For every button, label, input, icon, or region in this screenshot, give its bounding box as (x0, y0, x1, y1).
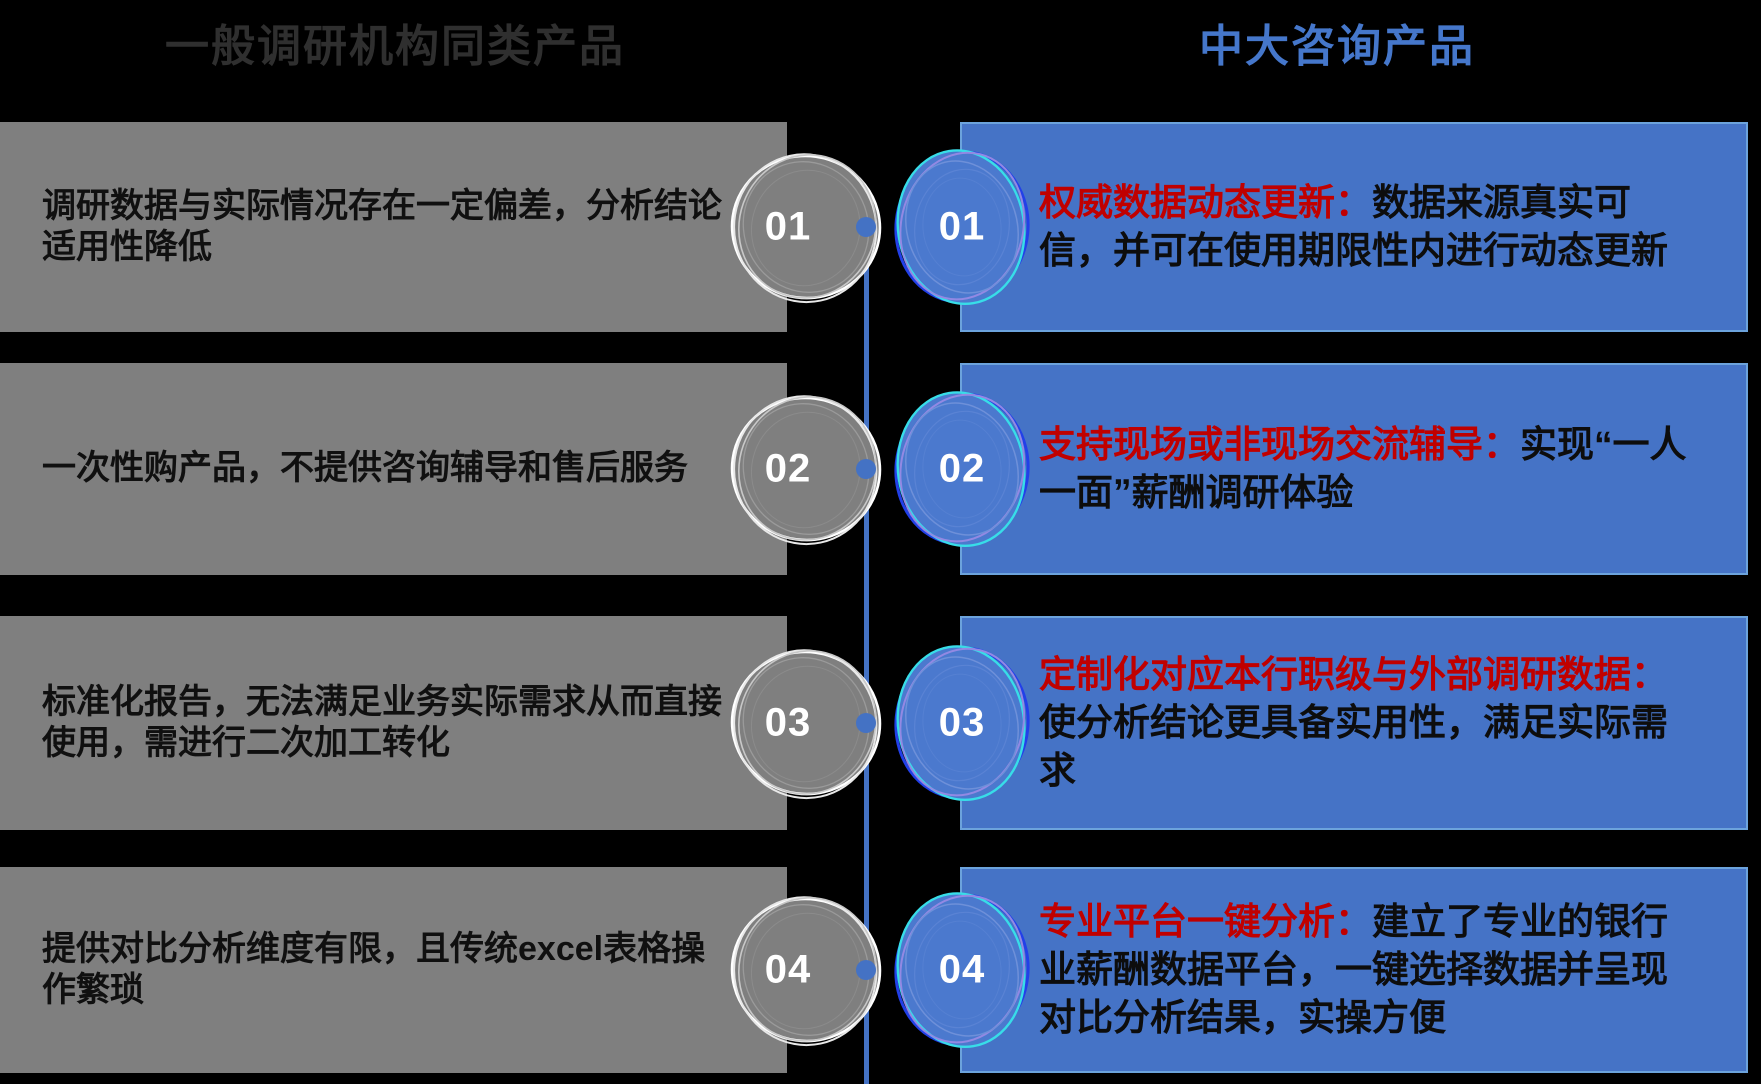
step-number-1: 01 (764, 204, 812, 249)
zhongda-product-box-2: 支持现场或非现场交流辅导：实现“一人一面”薪酬调研体验 (960, 363, 1748, 575)
zhongda-product-text-4: 专业平台一键分析：建立了专业的银行业薪酬数据平台，一键选择数据并呈现对比分析结果… (962, 898, 1746, 1042)
sketch-circle-icon (894, 892, 1030, 1049)
timeline-dot-1 (856, 217, 876, 237)
step-number-3: 03 (938, 700, 986, 745)
sketch-circle-icon (730, 153, 882, 304)
timeline-line (864, 227, 869, 1084)
sketch-circle-icon (894, 645, 1030, 802)
sketch-circle-icon (730, 649, 882, 800)
step-circle-gray-3: 03 (726, 643, 886, 803)
general-product-box-2: 一次性购产品，不提供咨询辅导和售后服务 (0, 363, 787, 575)
step-circle-blue-4: 04 (882, 890, 1042, 1050)
step-circle-blue-1: 01 (882, 147, 1042, 307)
step-number-4: 04 (764, 947, 812, 992)
feature-highlight-3: 定制化对应本行职级与外部调研数据： (1039, 653, 1668, 695)
zhongda-product-box-3: 定制化对应本行职级与外部调研数据： 使分析结论更具备实用性，满足实际需求 (960, 616, 1748, 830)
column-header-general-products: 一般调研机构同类产品 (165, 22, 625, 71)
step-number-2: 02 (938, 446, 986, 491)
feature-description-3: 使分析结论更具备实用性，满足实际需求 (1039, 701, 1668, 792)
general-product-box-4: 提供对比分析维度有限，且传统excel表格操作繁琐 (0, 867, 787, 1073)
sketch-circle-icon (730, 896, 882, 1047)
sketch-circle-icon (730, 395, 882, 546)
step-number-4: 04 (938, 947, 986, 992)
timeline-dot-2 (856, 459, 876, 479)
general-product-box-3: 标准化报告，无法满足业务实际需求从而直接使用，需进行二次加工转化 (0, 616, 787, 830)
step-number-1: 01 (938, 204, 986, 249)
zhongda-product-box-1: 权威数据动态更新：数据来源真实可信，并可在使用期限性内进行动态更新 (960, 122, 1748, 332)
feature-highlight-4: 专业平台一键分析： (1039, 900, 1372, 942)
general-product-text-1: 调研数据与实际情况存在一定偏差，分析结论适用性降低 (42, 186, 722, 266)
timeline-dot-4 (856, 960, 876, 980)
feature-description-4: 建立了专业的银行业薪酬数据平台，一键选择数据并呈现对比分析结果，实操方便 (1039, 900, 1668, 1039)
sketch-circle-icon (894, 149, 1030, 306)
feature-highlight-2: 支持现场或非现场交流辅导： (1039, 423, 1520, 465)
step-number-3: 03 (764, 700, 812, 745)
general-product-text-4: 提供对比分析维度有限，且传统excel表格操作繁琐 (42, 929, 706, 1009)
column-header-zhongda-products: 中大咨询产品 (1199, 22, 1475, 71)
step-number-2: 02 (764, 446, 812, 491)
general-product-text-3: 标准化报告，无法满足业务实际需求从而直接使用，需进行二次加工转化 (42, 682, 722, 762)
timeline-dot-3 (856, 713, 876, 733)
general-product-box-1: 调研数据与实际情况存在一定偏差，分析结论适用性降低 (0, 122, 787, 332)
zhongda-product-text-2: 支持现场或非现场交流辅导：实现“一人一面”薪酬调研体验 (962, 421, 1746, 517)
zhongda-product-text-1: 权威数据动态更新：数据来源真实可信，并可在使用期限性内进行动态更新 (962, 179, 1746, 275)
zhongda-product-box-4: 专业平台一键分析：建立了专业的银行业薪酬数据平台，一键选择数据并呈现对比分析结果… (960, 867, 1748, 1073)
step-circle-gray-4: 04 (726, 890, 886, 1050)
zhongda-product-text-3: 定制化对应本行职级与外部调研数据： 使分析结论更具备实用性，满足实际需求 (962, 651, 1746, 795)
step-circle-gray-1: 01 (726, 147, 886, 307)
feature-description-1: 数据来源真实可信，并可在使用期限性内进行动态更新 (1039, 181, 1668, 271)
feature-highlight-1: 权威数据动态更新： (1039, 181, 1372, 223)
feature-description-2: 实现“一人一面”薪酬调研体验 (1039, 423, 1687, 513)
general-product-text-2: 一次性购产品，不提供咨询辅导和售后服务 (42, 449, 688, 488)
step-circle-blue-2: 02 (882, 389, 1042, 549)
sketch-circle-icon (894, 391, 1030, 548)
step-circle-blue-3: 03 (882, 643, 1042, 803)
step-circle-gray-2: 02 (726, 389, 886, 549)
